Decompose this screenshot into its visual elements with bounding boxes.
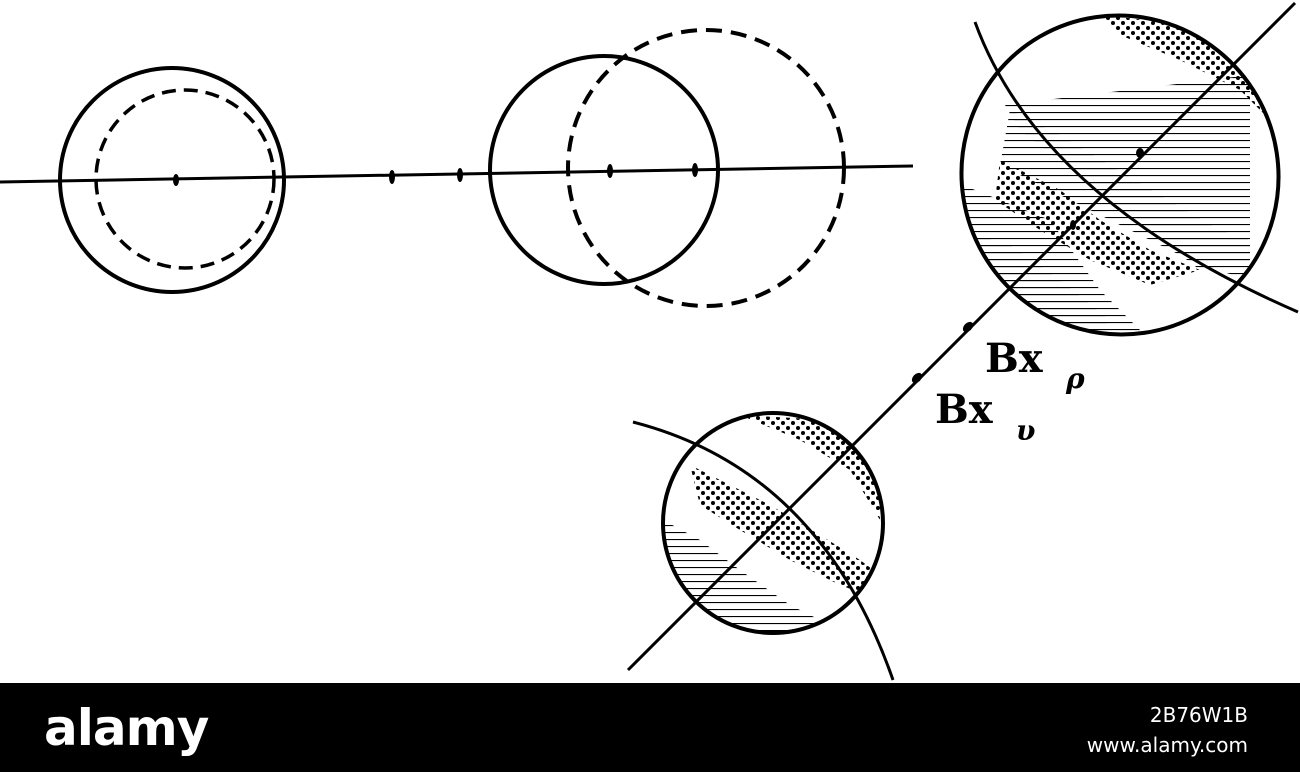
horizontal-axis	[0, 164, 914, 184]
label-lower-sub: υ	[1016, 414, 1035, 447]
diagram-figure: Bx ρ Bx υ	[0, 1, 1299, 681]
big-sphere-shading	[950, 15, 1270, 345]
axis-tick-2	[457, 168, 463, 182]
diagram-svg: Bx ρ Bx υ	[0, 1, 1299, 681]
big-sphere-inner-tick	[1070, 220, 1076, 230]
left-center-tick	[173, 174, 179, 186]
image-id: 2B76W1B	[1149, 703, 1248, 727]
diagonal-tick-2	[911, 372, 923, 384]
axis-tick-4	[692, 163, 698, 177]
left-dashed-circle	[94, 88, 276, 270]
watermark-bar: alamy 2B76W1B www.alamy.com	[0, 683, 1300, 772]
left-solid-circle	[58, 66, 286, 294]
small-sphere-arc	[632, 420, 895, 681]
axis-tick-1	[389, 170, 395, 184]
label-lower-main: Bx	[935, 386, 994, 433]
site-url: www.alamy.com	[1086, 733, 1248, 757]
label-upper-sub: ρ	[1065, 362, 1085, 395]
big-sphere-outline	[959, 13, 1281, 337]
label-upper-main: Bx	[985, 335, 1044, 382]
brand-logo: alamy	[44, 699, 209, 757]
small-sphere-outline	[661, 411, 885, 635]
big-sphere-arc	[973, 21, 1299, 314]
middle-solid-circle	[488, 54, 720, 286]
diagonal-tick-1	[962, 321, 974, 333]
big-sphere-center-tick	[1136, 148, 1144, 158]
middle-dashed-circle	[566, 28, 846, 308]
axis-tick-3	[607, 164, 613, 178]
